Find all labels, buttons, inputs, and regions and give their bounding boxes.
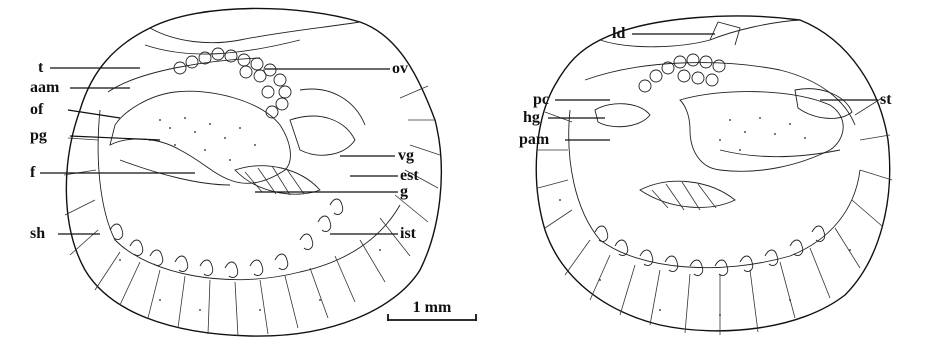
label-pc: pc [533,91,549,108]
right-shell-outline [536,16,889,331]
right-visceral-mass [680,92,843,172]
right-stipple [559,117,851,316]
left-ovary-cluster [174,48,291,118]
left-leader-lines [40,68,398,234]
left-stipple [119,117,381,311]
label-est: est [400,167,419,184]
label-hg: hg [523,109,540,126]
right-mantle-edge [569,110,860,268]
label-aam: aam [30,79,60,96]
left-hinge [150,22,360,43]
label-ld: ld [612,25,625,42]
right-hinge [600,20,800,47]
label-of: of [30,101,44,118]
left-gill [235,166,320,194]
label-pg: pg [30,127,47,144]
left-mantle-edge [98,110,400,280]
label-g: g [400,183,408,200]
right-ovary-cluster [639,54,725,92]
label-t: t [38,59,44,76]
label-ist: ist [400,225,417,242]
right-leader-lines [548,34,878,140]
left-mantle-tentacles [110,199,343,278]
label-pam: pam [519,131,550,148]
label-vg: vg [398,147,414,164]
left-radial-ribs [64,86,440,336]
right-stomach [795,89,852,119]
label-f: f [30,164,36,181]
right-pericardium [595,104,650,127]
scale-bar-label: 1 mm [413,299,452,316]
left-foot [110,91,290,183]
label-sh: sh [30,225,45,242]
label-st: st [880,91,892,108]
right-labels: ld pc hg pam st [519,25,892,148]
right-specimen-drawing [536,16,892,335]
left-shell-outline [66,8,441,336]
left-specimen-drawing [64,8,441,336]
scale-bar: 1 mm [388,299,476,321]
label-ov: ov [392,60,408,77]
right-gill [640,181,735,207]
